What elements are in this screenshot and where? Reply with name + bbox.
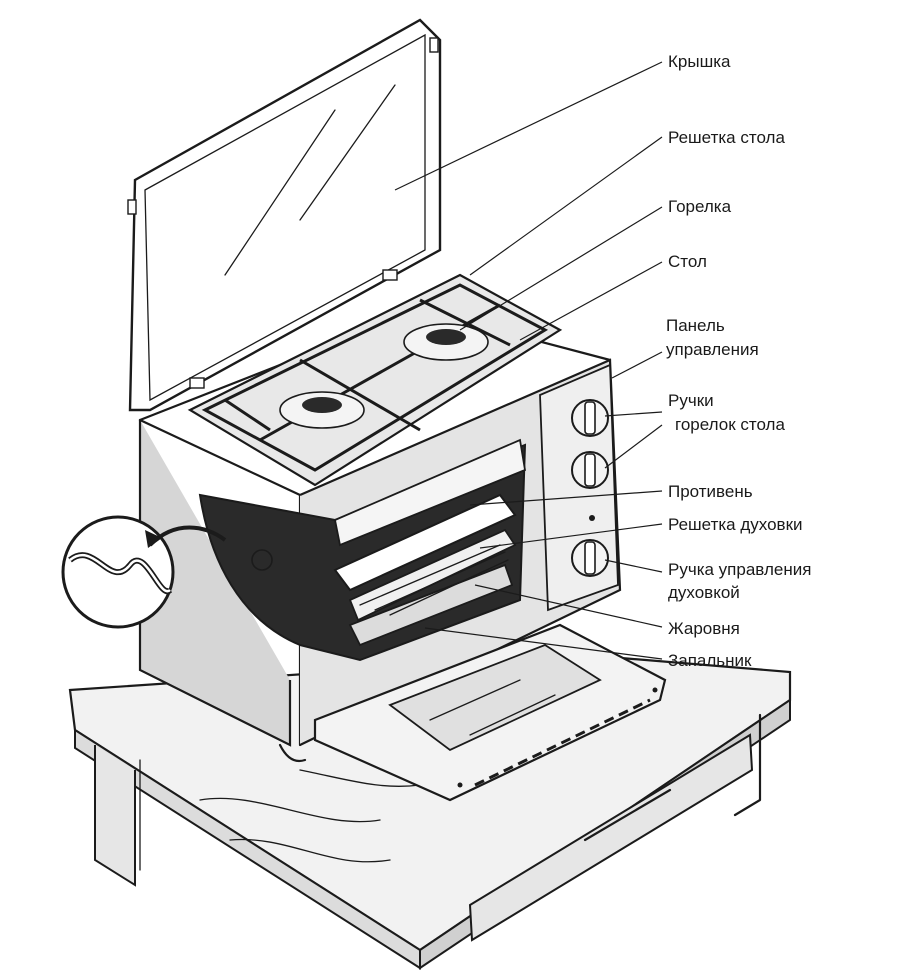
label-table: Стол [668,252,707,271]
label-igniter: Запальник [668,651,752,670]
label-oven-knob-line2: духовкой [668,583,740,602]
label-control-panel-line2: управления [666,340,759,359]
oven-cavity [198,438,527,662]
igniter-detail-inset [61,515,273,629]
label-knobs-line2: горелок стола [675,415,785,434]
label-baking-tray: Противень [668,482,753,501]
cooktop [187,273,563,487]
label-burner: Горелка [668,197,732,216]
label-table-grate: Решетка стола [668,128,785,147]
label-control-panel-line1: Панель [666,316,725,335]
label-knobs-line1: Ручки [668,391,714,410]
leader-lines [394,61,663,660]
label-oven-knob-line1: Ручка управления [668,560,812,579]
label-oven-grate: Решетка духовки [668,515,803,534]
oven-door [313,623,667,802]
furniture-table [68,653,792,970]
label-roasting-pan: Жаровня [668,619,740,638]
knobs [571,399,609,577]
label-lid: Крышка [668,52,731,71]
lid [127,18,442,412]
